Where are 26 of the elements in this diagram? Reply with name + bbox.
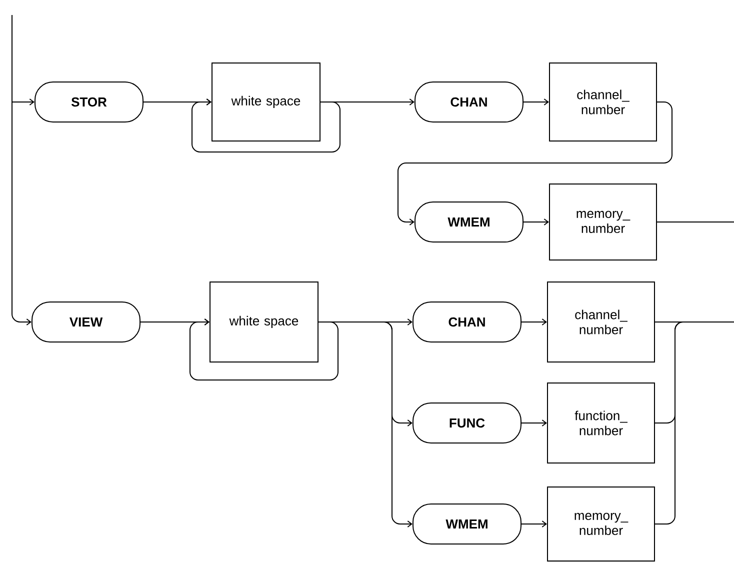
arrow	[521, 318, 547, 326]
arrow	[192, 98, 340, 152]
arrow	[318, 322, 412, 528]
arrow	[12, 14, 32, 326]
keyword-terminal: VIEW	[32, 302, 140, 342]
keyword-terminal: STOR	[34, 82, 144, 122]
parameter-box: white space	[210, 282, 318, 362]
arrow	[398, 102, 672, 226]
keyword-terminal: WMEM	[414, 202, 524, 242]
arrow	[320, 98, 414, 106]
parameter-box: white space	[212, 62, 320, 142]
parameter-box: memory_ number	[549, 184, 657, 260]
keyword-terminal: CHAN	[414, 82, 524, 122]
arrow	[521, 520, 547, 528]
parameter-box: memory_ number	[547, 486, 655, 562]
parameter-box: channel_ number	[549, 62, 657, 142]
arrow	[12, 98, 34, 106]
keyword-terminal: FUNC	[412, 402, 522, 444]
arrow	[521, 420, 547, 426]
keyword-terminal: WMEM	[412, 504, 522, 544]
arrow	[523, 98, 549, 106]
arrow	[190, 318, 338, 380]
arrow	[523, 218, 549, 226]
parameter-box: channel_ number	[547, 282, 655, 362]
keyword-terminal: CHAN	[412, 302, 522, 342]
parameter-box: function_ number	[547, 382, 655, 464]
